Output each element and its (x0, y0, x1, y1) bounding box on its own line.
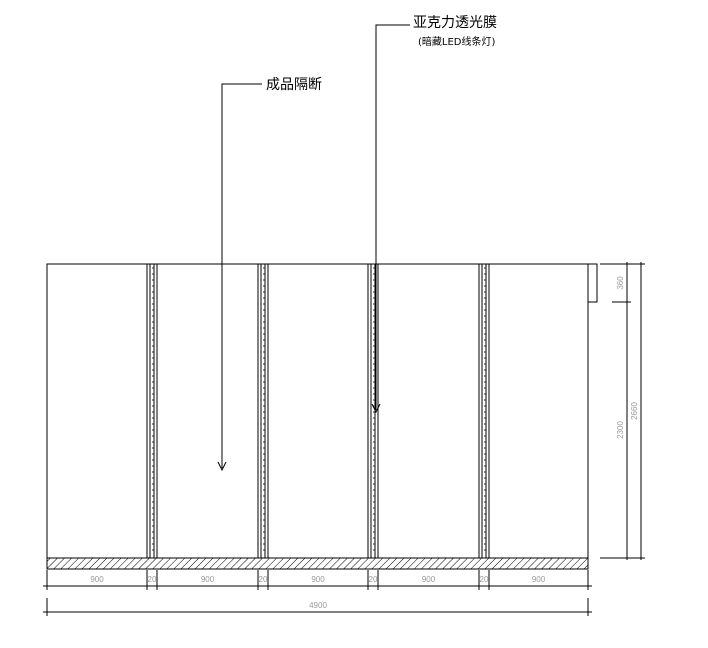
partition-outline (46, 263, 589, 559)
segment-dim: 900 (90, 575, 104, 584)
segment-dim: 900 (201, 575, 215, 584)
led-mullion (478, 263, 490, 559)
floor-base-hatch (46, 557, 589, 570)
led-mullion (146, 263, 158, 559)
vertical-main-dim: 2300 (616, 421, 625, 439)
film-leader (371, 24, 410, 414)
segment-dim: 20 (259, 575, 268, 584)
segment-dim: 20 (148, 575, 157, 584)
vertical-total-dim: 2660 (630, 402, 639, 420)
ceiling-box (587, 263, 598, 303)
vertical-top-dim: 360 (616, 276, 625, 290)
film-label: 亚克力透光膜 (413, 15, 497, 31)
led-mullion (257, 263, 269, 559)
segment-dim: 20 (480, 575, 489, 584)
vertical-dims (600, 262, 645, 560)
segment-dim: 900 (311, 575, 325, 584)
total-width-dim: 4900 (309, 601, 327, 610)
segment-dim: 900 (422, 575, 436, 584)
segment-dim: 900 (532, 575, 546, 584)
film-sublabel: (暗藏LED线条灯) (418, 35, 495, 48)
partition-label: 成品隔断 (266, 77, 322, 93)
partition-leader (217, 83, 262, 472)
segment-dim: 20 (369, 575, 378, 584)
